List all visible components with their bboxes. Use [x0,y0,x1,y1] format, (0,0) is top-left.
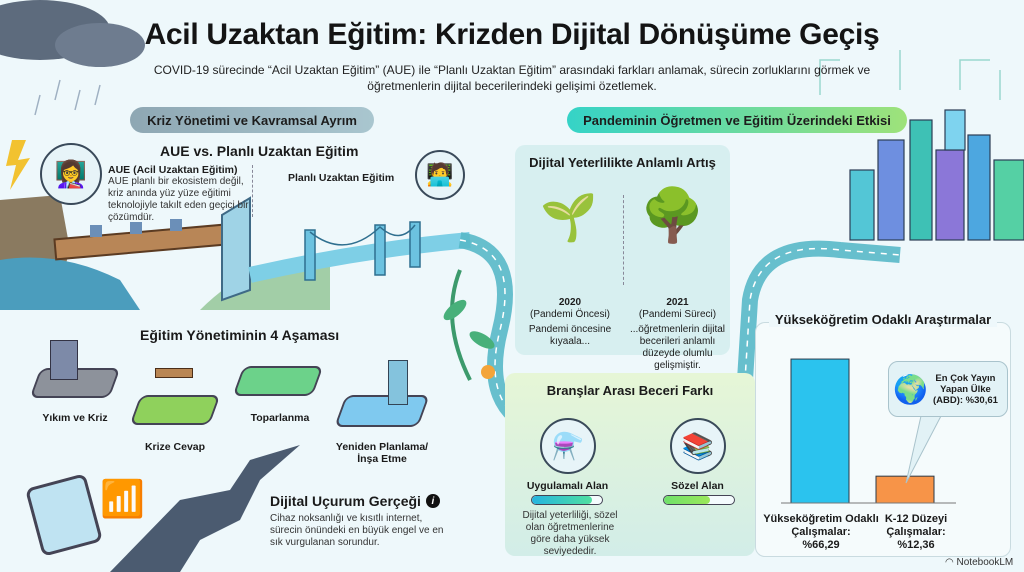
new-building-icon [388,360,408,405]
divide-description: Cihaz noksanlığı ve kısıtlı internet, sü… [270,513,444,548]
bar-1 [875,475,935,504]
after-year: 2021 [666,297,689,308]
city-illustration [849,109,1024,241]
books-podium-icon: 📚 [670,418,726,474]
branches-card: Branşlar Arası Beceri Farkı ⚗️ 📚 Uygulam… [505,373,755,557]
teacher-crisis-icon: 👩‍🏫 [40,143,102,205]
section-label-crisis: Kriz Yönetimi ve Kavramsal Ayrım [130,107,374,133]
divider [623,195,624,285]
divide-title: Dijital Uçurum Gerçeği [270,493,421,509]
chart-title: Yükseköğretim Odaklı Araştırmalar [768,312,998,327]
divider [252,165,253,217]
stage-label-2: Krize Cevap [144,441,206,453]
callout-text: En Çok Yayın Yapan Ülke (ABD): %30,61 [932,372,998,406]
callout-pointer [905,415,942,484]
compare-title: AUE vs. Planlı Uzaktan Eğitim [160,143,359,159]
crack-illustration [110,445,300,572]
competence-title: Dijital Yeterlilikte Anlamlı Artış [529,155,716,170]
brand-name: NotebookLM [956,557,1014,568]
ruined-building-icon [50,340,78,380]
before-text: Pandemi öncesine kıyaala... [528,324,612,347]
stage-tile-response [129,395,221,425]
bar-0 [790,358,850,504]
bar-chart [781,358,956,504]
bar-label-1: K-12 Düzeyi Çalışmalar: [884,513,948,538]
before-year: 2020 [558,297,582,308]
bar-value-0: %66,29 [802,539,840,551]
bar-value-1: %12,36 [897,539,935,551]
before-sub: (Pandemi Öncesi) [529,309,611,320]
stages-title: Eğitim Yönetiminin 4 Aşaması [140,327,340,343]
stage-tile-rebuild [334,395,430,427]
tree-diploma-icon: 🌳 [640,187,705,245]
after-text: ...öğretmenlerin dijital becerileri anla… [629,324,726,371]
research-chart-card: Yükseköğretim Odaklı Araştırmalar Yüksek… [755,312,1011,557]
verbal-label: Sözel Alan [671,480,724,492]
applied-progress-bar [531,495,603,505]
book-sprout-icon: 🌱 [540,191,598,243]
wifi-icon: 📶 [100,478,145,519]
page-subtitle: COVID-19 sürecinde “Acil Uzaktan Eğitim”… [153,63,871,93]
globe-icon: 🌍 [893,373,928,405]
after-sub: (Pandemi Süreci) [638,309,717,320]
planned-label: Planlı Uzaktan Eğitim [288,172,395,184]
competence-card: Dijital Yeterlilikte Anlamlı Artış 🌱 🌳 2… [515,145,730,371]
storm-cloud-icon [0,0,145,190]
stage-tile-recovery [232,366,324,396]
branches-note: Dijital yeterliliği, sözel olan öğretmen… [522,510,618,557]
aue-description: AUE planlı bir ekosistem değil, kriz anı… [108,176,249,223]
callout-bubble: 🌍 En Çok Yayın Yapan Ülke (ABD): %30,61 [888,361,1008,417]
stage-label-4: Yeniden Planlama/ İnşa Etme [335,441,429,465]
section-label-impact: Pandeminin Öğretmen ve Eğitim Üzerindeki… [567,107,907,133]
bar-label-0: Yükseköğretim Odaklı Çalışmalar: [763,513,879,538]
page-title: Acil Uzaktan Eğitim: Krizden Dijital Dön… [144,18,880,51]
applied-label: Uygulamalı Alan [526,480,609,492]
info-icon[interactable]: i [425,494,440,508]
verbal-progress-bar [663,495,735,505]
lab-tools-icon: ⚗️ [540,418,596,474]
computer-user-icon: 🧑‍💻 [415,150,465,200]
branches-title: Branşlar Arası Beceri Farkı [546,383,714,398]
shelter-icon [155,368,193,378]
aue-title: AUE (Acil Uzaktan Eğitim) [108,164,238,176]
brand-footer: ◠ NotebookLM [945,557,1014,568]
stage-label-1: Yıkım ve Kriz [42,412,108,424]
stage-label-3: Toparlanma [250,412,310,424]
